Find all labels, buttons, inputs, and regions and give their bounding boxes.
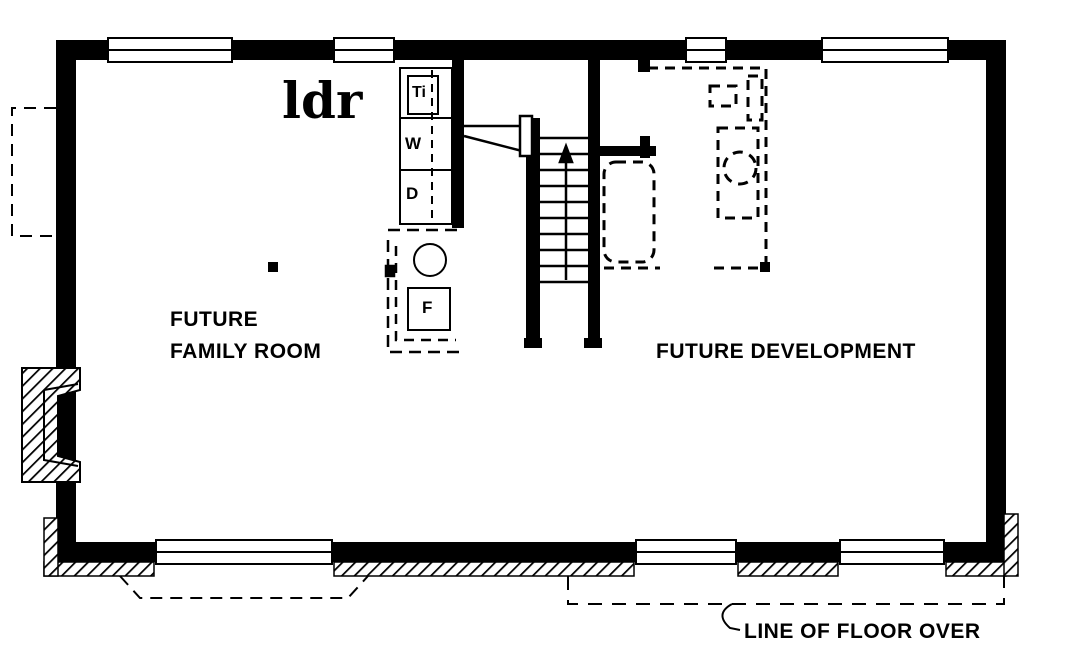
furnace-area [384,228,464,354]
dashed-bay-bottom [119,575,369,599]
floor-over-annotation: LINE OF FLOOR OVER [744,620,981,643]
line-of-floor-over [567,576,1005,605]
appliance-dryer-label: D [406,184,419,203]
foundation-hatch [43,513,1019,577]
leader-arrow [721,603,741,631]
room-label-family-line2: FAMILY ROOM [170,340,322,363]
staircase [463,114,588,284]
interior-walls [452,58,656,348]
future-bath-fixtures [602,66,768,270]
fireplace [21,367,81,483]
appliance-tub-label: Ti [412,84,426,101]
room-label-development: FUTURE DEVELOPMENT [656,340,916,363]
level-label: ldr [282,71,363,130]
appliance-furnace-label: F [422,298,433,317]
room-label-family-line1: FUTURE [170,308,259,331]
laundry-cabinets [399,67,453,225]
bottom-windows [155,539,945,565]
column-posts [268,262,770,272]
top-windows [107,37,949,63]
dashed-bay-left [11,107,56,237]
appliance-washer-label: W [405,134,422,153]
